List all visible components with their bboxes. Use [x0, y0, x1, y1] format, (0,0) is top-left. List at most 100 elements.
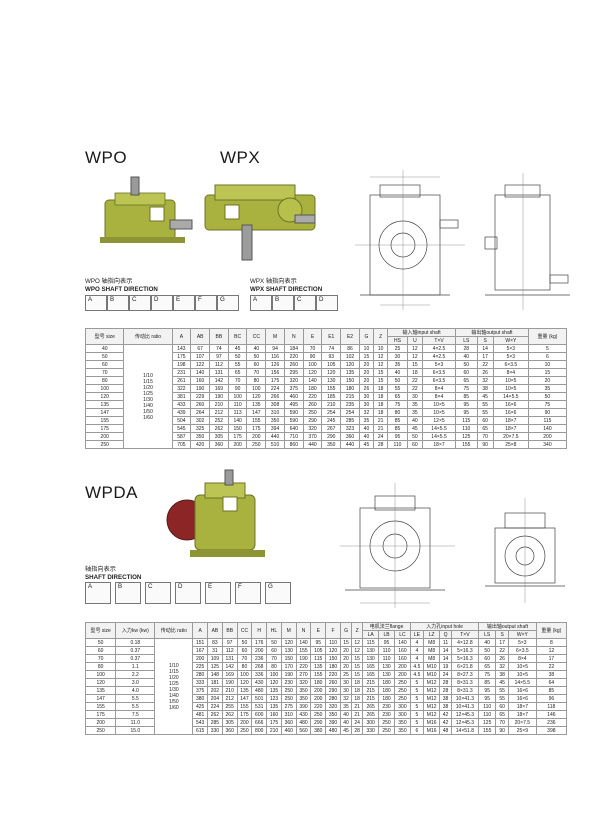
table-cell: 14: [439, 654, 452, 663]
table-cell: 97: [209, 352, 229, 361]
wpda-direction-g-box: G: [265, 582, 291, 604]
table-cell: 20: [339, 646, 353, 655]
table-cell: 480: [251, 686, 268, 695]
table-cell: 85: [387, 416, 408, 425]
table-cell: 115: [362, 638, 380, 647]
table-cell: 40: [339, 710, 353, 719]
table-cell: 250: [246, 440, 267, 449]
table-cell: 15: [351, 654, 364, 663]
table-cell: 32: [358, 408, 375, 417]
table-cell: 100: [84, 670, 117, 679]
table-cell: 175: [84, 710, 117, 719]
table-cell: 155: [310, 670, 327, 679]
table-cell: 350: [321, 440, 342, 449]
table-cell: 16×6: [492, 408, 529, 417]
table-cell: 220: [325, 670, 341, 679]
table-cell: 18×7: [492, 416, 529, 425]
col-z: Z: [373, 328, 389, 345]
table-cell: 200: [251, 646, 268, 655]
table-cell: 130: [378, 662, 395, 671]
table-cell: 110: [455, 424, 478, 433]
ratio-value: 1/15: [168, 668, 179, 675]
wpda-gearbox-photo: [166, 469, 265, 557]
ratio-value: 1/40: [143, 402, 153, 409]
table-cell: 70: [246, 368, 267, 377]
table-cell: 30: [339, 678, 353, 687]
table-cell: 266: [265, 392, 285, 401]
table-cell: 320: [325, 702, 341, 711]
table-cell: 180: [302, 384, 323, 393]
table-cell: 24: [439, 670, 452, 679]
table-cell: 200: [84, 432, 125, 441]
table-cell: 17: [495, 638, 510, 647]
table-cell: 350: [325, 710, 341, 719]
table-cell: 151: [192, 638, 209, 647]
table-cell: 60: [266, 646, 282, 655]
table-cell: 55: [476, 408, 494, 417]
table-cell: 70: [84, 654, 117, 663]
table-cell: 260: [283, 360, 304, 369]
table-cell: 398: [535, 726, 568, 735]
table-cell: 12: [351, 638, 364, 647]
table-cell: 148: [207, 670, 223, 679]
table-cell: 440: [265, 432, 285, 441]
table-cell: 107: [190, 352, 211, 361]
table-cell: 21: [373, 416, 389, 425]
table-cell: 130: [362, 654, 380, 663]
table-cell: 155: [455, 440, 478, 449]
table-cell: 115: [527, 416, 568, 425]
table-cell: 105: [310, 646, 327, 655]
table-cell: 175: [171, 352, 192, 361]
table-cell: 18×7: [422, 440, 456, 449]
table-cell: 4: [409, 646, 424, 655]
table-cell: 495: [283, 400, 304, 409]
table-cell: 95: [455, 408, 478, 417]
table-cell: 215: [362, 686, 380, 695]
col2-h: H: [251, 622, 268, 639]
table-cell: 17: [476, 352, 494, 361]
table-cell: 190: [190, 384, 211, 393]
ratio-value: 1/40: [168, 692, 179, 699]
table-cell: 280: [325, 694, 341, 703]
table-cell: 110: [378, 654, 395, 663]
table-cell: 140: [527, 424, 568, 433]
table-cell: 3.0: [115, 678, 156, 687]
table-cell: 21: [351, 710, 364, 719]
table-cell: 245: [321, 416, 342, 425]
table-cell: 433: [171, 400, 192, 409]
table-cell: 113: [227, 408, 248, 417]
col2-lb: LB: [378, 630, 395, 639]
table-cell: 8×31.3: [450, 678, 480, 687]
table-cell: 6×3.5: [422, 376, 456, 385]
table-cell: 322: [171, 384, 192, 393]
table-cell: 135: [340, 368, 360, 377]
table-cell: 50: [478, 646, 497, 655]
table-cell: 560: [295, 726, 312, 735]
table-cell: 6×21.8: [450, 662, 480, 671]
table-cell: 155: [321, 384, 342, 393]
table-cell: 150: [325, 654, 341, 663]
table-cell: 350: [394, 718, 411, 727]
table-cell: 147: [246, 408, 267, 417]
col-m: M: [265, 328, 285, 345]
table-cell: 480: [325, 726, 341, 735]
table-cell: M10: [422, 662, 441, 671]
table-cell: 30: [358, 392, 375, 401]
table-cell: 50: [455, 360, 478, 369]
table-cell: 11: [439, 638, 452, 647]
table-cell: 55: [476, 400, 494, 409]
table-cell: 5: [409, 702, 424, 711]
table-cell: 110: [478, 710, 497, 719]
table-cell: M16: [422, 718, 441, 727]
direction-g-box: G: [217, 295, 239, 311]
table-cell: 15: [351, 670, 364, 679]
table-cell: 112: [209, 360, 229, 369]
table-cell: 80: [387, 408, 408, 417]
table-cell: 100: [227, 392, 248, 401]
table-cell: 285: [207, 718, 223, 727]
table-cell: 210: [209, 400, 229, 409]
table-cell: 710: [283, 432, 304, 441]
